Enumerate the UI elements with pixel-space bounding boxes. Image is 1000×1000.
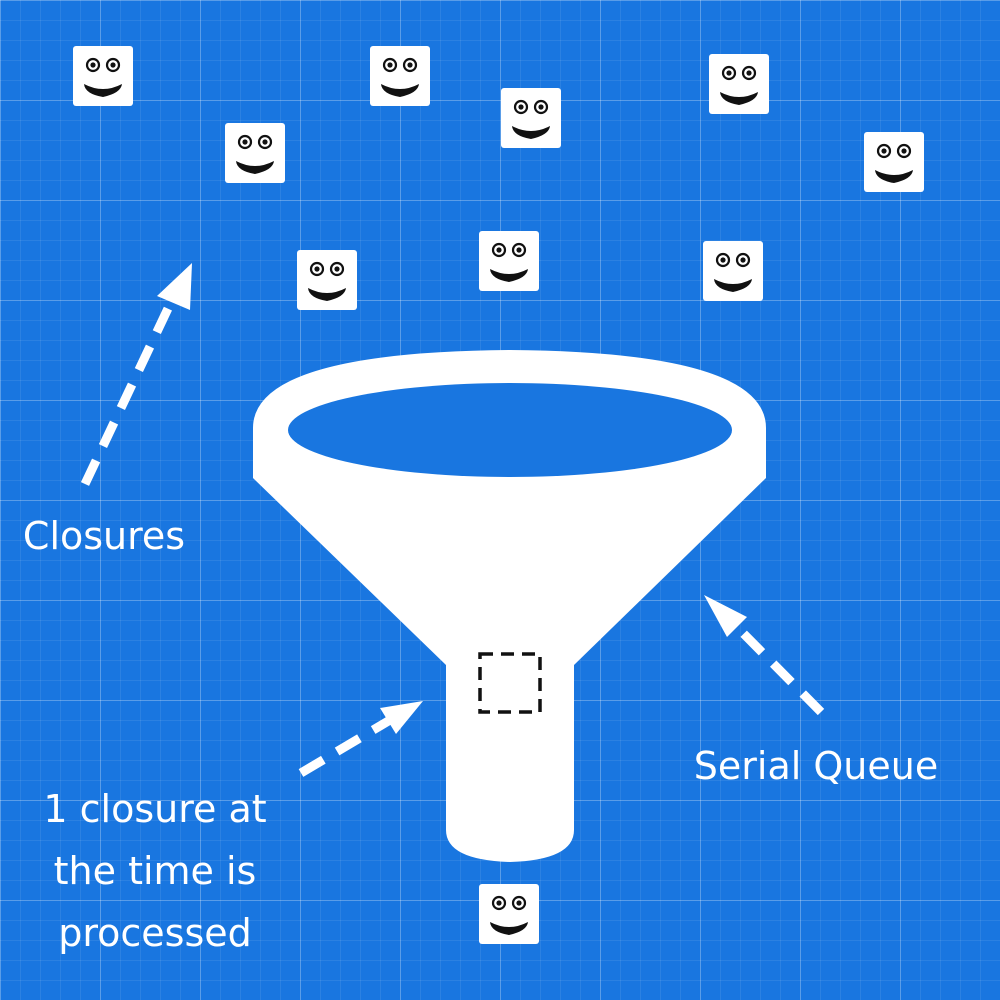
closure-face-icon [71,44,135,108]
closure-face-icon [707,52,771,116]
serial-queue-label: Serial Queue [693,744,939,788]
funnel-icon [253,350,766,862]
processed-label: 1 closure at the time is processed [43,787,267,955]
processing-slot-icon [478,652,542,714]
processed-closure-face-icon [477,882,541,946]
closure-face-icon [223,121,287,185]
closure-face-icon [477,229,541,293]
closure-face-icon [862,130,926,194]
closure-face-icon [368,44,432,108]
closure-face-icon [701,239,765,303]
closure-face-icon [295,248,359,312]
closures-arrow-icon [80,263,192,486]
closures-label: Closures [22,514,186,558]
serial-queue-arrow-icon [704,595,825,716]
closure-face-icon [499,86,563,150]
processed-arrow-icon [298,701,423,777]
